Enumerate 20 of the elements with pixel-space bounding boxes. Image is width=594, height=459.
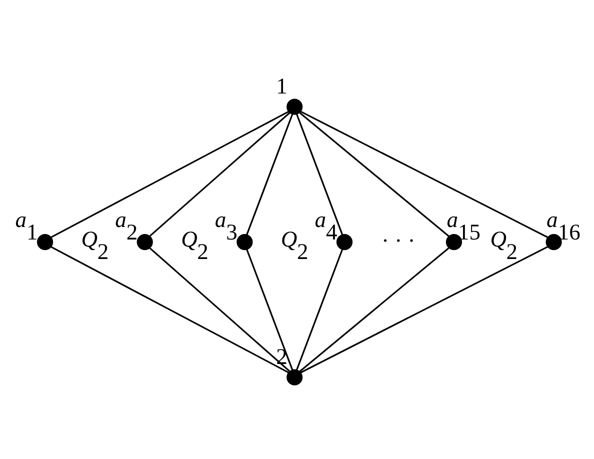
connector [296, 248, 344, 370]
connector [299, 112, 450, 237]
connector [149, 246, 290, 372]
connector [246, 113, 294, 235]
node-circle [286, 368, 303, 385]
connector [298, 246, 450, 372]
node-circle [36, 234, 54, 250]
label: · · · [382, 228, 416, 253]
connector [50, 245, 289, 373]
node-circle [336, 234, 353, 250]
node-circle [136, 234, 153, 250]
node-label: 1 [276, 72, 288, 98]
connector [246, 248, 294, 370]
node-circle [286, 98, 303, 114]
connector [300, 245, 548, 373]
node-circle [236, 234, 253, 250]
connector [300, 110, 548, 238]
connector [149, 112, 290, 236]
connector [296, 113, 344, 235]
connector [50, 110, 290, 238]
